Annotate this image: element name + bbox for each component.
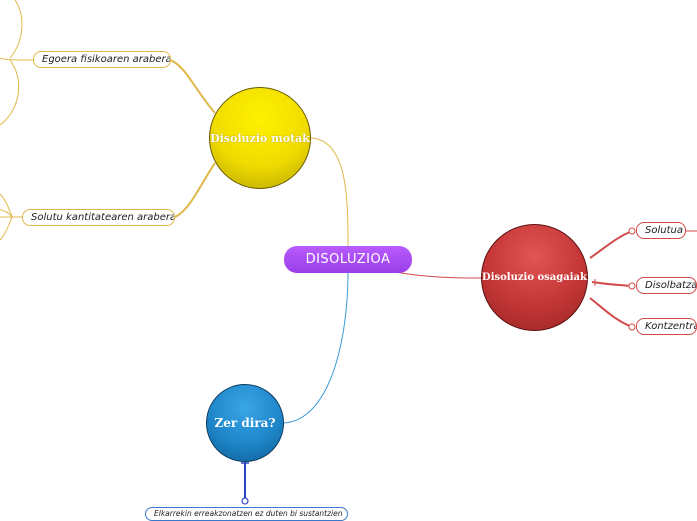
connector-types-physical (169, 59, 216, 114)
node-dot-solute (628, 227, 636, 235)
connector-components-concentration (589, 297, 633, 328)
connector-root-types (310, 137, 349, 249)
node-dot-definition (241, 497, 249, 505)
topic-components[interactable]: Disoluzio osagaiak (481, 224, 588, 331)
node-dot-solvent (628, 282, 636, 290)
subtopic-solute-amount[interactable]: Solutu kantitatearen arabera (22, 209, 175, 226)
connector-amount-down (0, 216, 13, 241)
connector-amount-up (0, 193, 13, 218)
topic-what-label: Zer dira? (214, 416, 276, 430)
connector-physical-up (9, 0, 23, 59)
subtopic-physical[interactable]: Egoera fisikoaren arabera (33, 51, 171, 68)
connector-root-components (394, 271, 482, 279)
connector-components-solute (589, 230, 633, 259)
subtopic-solute[interactable]: Solutua (636, 222, 686, 239)
topic-types[interactable]: Disoluzio motak (209, 87, 311, 189)
connector-types-amount (174, 162, 216, 218)
connector-components-solvent (591, 281, 633, 287)
connector-physical-down (0, 59, 20, 126)
node-dot-concentration (628, 323, 636, 331)
root-topic[interactable]: DISOLUZIOA (284, 246, 412, 273)
topic-components-label: Disoluzio osagaiak (482, 272, 587, 283)
connector-root-what (283, 271, 349, 424)
topic-what[interactable]: Zer dira? (206, 384, 284, 462)
root-topic-label: DISOLUZIOA (305, 252, 391, 267)
subtopic-solvent[interactable]: Disolbatzail (636, 277, 697, 294)
connector-physical-left (0, 57, 34, 61)
subtopic-concentration[interactable]: Kontzentraz (636, 318, 697, 335)
subtopic-definition[interactable]: Elkarrekin erreakzonatzen ez duten bi su… (145, 507, 348, 521)
topic-types-label: Disoluzio motak (210, 131, 310, 145)
connector-amount-mid (0, 209, 13, 218)
